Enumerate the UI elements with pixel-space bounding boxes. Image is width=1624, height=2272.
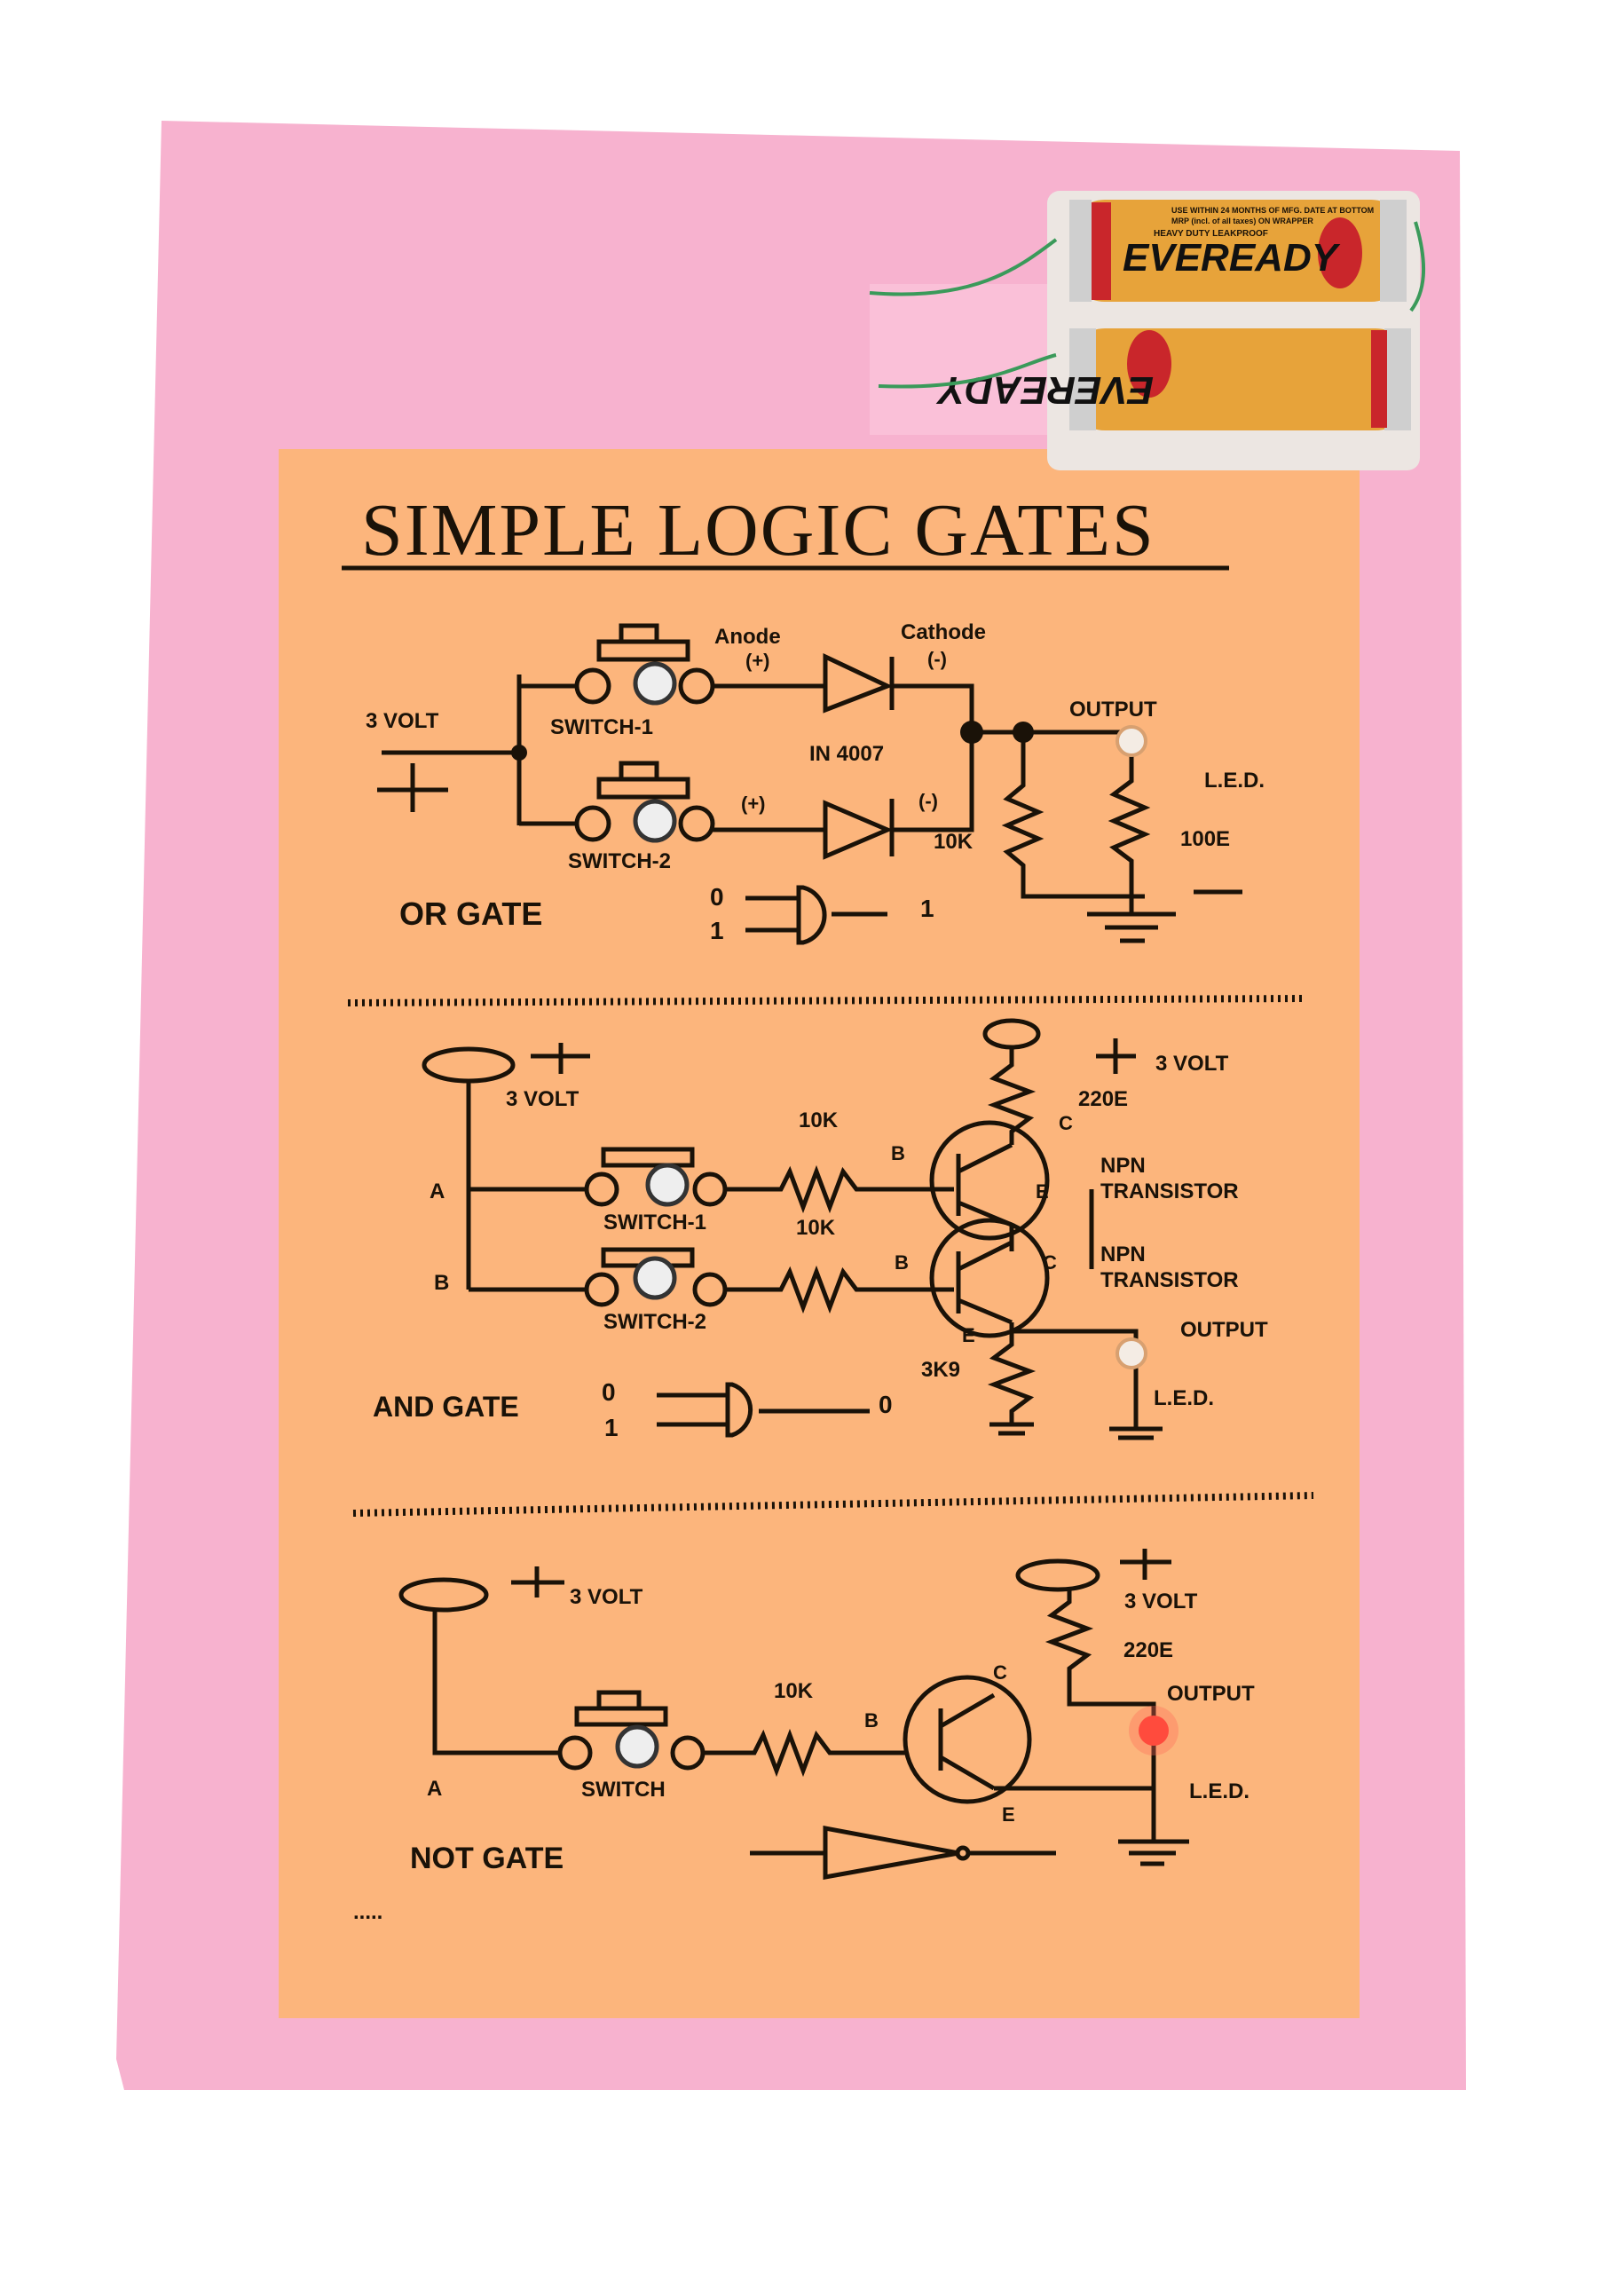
push-button	[633, 799, 677, 843]
label-resistor-220e: 220E	[1078, 1087, 1128, 1111]
label-collector: C	[1043, 1251, 1057, 1274]
label-resistor-10k: 10K	[796, 1216, 836, 1240]
input-1: 1	[604, 1414, 619, 1441]
label-3-volt: 3 VOLT	[506, 1087, 579, 1111]
dots: .....	[353, 1900, 382, 1924]
orange-sheet	[279, 449, 1360, 2018]
label-input-a: A	[427, 1777, 442, 1801]
led	[1116, 1337, 1147, 1369]
label-input-b: B	[434, 1271, 449, 1295]
label-minus: (-)	[918, 790, 938, 812]
label-resistor-10k: 10K	[934, 830, 974, 854]
push-button	[633, 661, 677, 706]
label-plus: (+)	[741, 793, 766, 815]
label-npn: NPN	[1100, 1242, 1146, 1266]
label-npn: NPN	[1100, 1154, 1146, 1178]
battery-text: USE WITHIN 24 MONTHS OF MFG. DATE AT BOT…	[1171, 206, 1374, 215]
divider	[347, 995, 1305, 1006]
label-output: OUTPUT	[1180, 1318, 1268, 1342]
label-anode: Anode	[714, 625, 781, 649]
label-base: B	[891, 1142, 905, 1164]
label-output: OUTPUT	[1167, 1682, 1255, 1706]
and-gate-circuit	[422, 1018, 1163, 1440]
label-resistor-100e: 100E	[1180, 827, 1230, 851]
label-transistor: TRANSISTOR	[1100, 1268, 1239, 1292]
label-collector: C	[993, 1661, 1007, 1684]
push-button	[633, 1256, 677, 1300]
label-cathode: Cathode	[901, 620, 986, 644]
label-switch: SWITCH	[581, 1778, 666, 1802]
label-resistor-3k9: 3K9	[921, 1358, 960, 1382]
label-transistor: TRANSISTOR	[1100, 1179, 1239, 1203]
label-led: L.E.D.	[1189, 1779, 1250, 1803]
label-switch-2: SWITCH-2	[568, 849, 671, 873]
input-0: 0	[602, 1378, 616, 1406]
label-switch-1: SWITCH-1	[550, 715, 653, 739]
battery-pack: EVEREADY USE WITHIN 24 MONTHS OF MFG. DA…	[869, 191, 1425, 470]
label-3-volt: 3 VOLT	[570, 1585, 643, 1609]
push-button	[645, 1163, 690, 1207]
input-1: 1	[710, 917, 724, 944]
label-3-volt: 3 VOLT	[1124, 1590, 1198, 1613]
push-button	[615, 1724, 659, 1769]
battery-text: MRP (incl. of all taxes) ON WRAPPER	[1171, 217, 1313, 225]
label-led: L.E.D.	[1154, 1386, 1214, 1410]
battery-text: HEAVY DUTY LEAKPROOF	[1154, 229, 1268, 239]
label-resistor-220e: 220E	[1123, 1638, 1173, 1662]
led-lit	[1139, 1716, 1169, 1746]
label-plus: (+)	[745, 650, 770, 672]
label-emitter: E	[1036, 1180, 1049, 1203]
label-minus: (-)	[927, 648, 947, 670]
page-title: SIMPLE LOGIC GATES	[361, 489, 1155, 572]
or-gate-circuit	[377, 623, 1242, 945]
label-base: B	[864, 1709, 879, 1732]
label-resistor-10k: 10K	[799, 1108, 839, 1132]
output-value: 1	[920, 895, 934, 922]
label-led: L.E.D.	[1204, 769, 1265, 793]
label-switch-2: SWITCH-2	[603, 1310, 706, 1334]
output-value: 0	[879, 1391, 893, 1418]
label-output: OUTPUT	[1069, 698, 1157, 722]
label-base: B	[895, 1251, 909, 1274]
not-gate-circuit	[398, 1549, 1189, 1880]
label-input-a: A	[430, 1179, 445, 1203]
and-gate-title: AND GATE	[373, 1391, 519, 1423]
label-emitter: E	[962, 1324, 975, 1346]
not-gate-title: NOT GATE	[410, 1842, 564, 1875]
label-emitter: E	[1002, 1803, 1015, 1826]
led	[1116, 725, 1147, 757]
battery-brand: EVEREADY	[935, 368, 1154, 412]
label-collector: C	[1059, 1112, 1073, 1134]
or-gate-title: OR GATE	[399, 895, 542, 932]
label-diode: IN 4007	[809, 742, 884, 766]
label-switch-1: SWITCH-1	[603, 1211, 706, 1235]
label-resistor-10k: 10K	[774, 1679, 814, 1703]
input-0: 0	[710, 883, 724, 911]
battery-brand: EVEREADY	[1123, 236, 1341, 280]
label-3-volt: 3 VOLT	[366, 709, 439, 733]
label-3-volt: 3 VOLT	[1155, 1052, 1229, 1076]
